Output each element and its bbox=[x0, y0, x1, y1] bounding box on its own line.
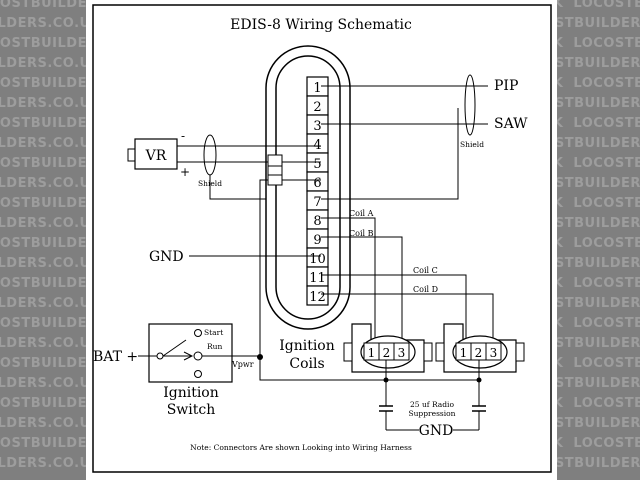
ignition-switch-label-1: Ignition bbox=[163, 385, 219, 401]
coil-a-terminal-3: 3 bbox=[398, 346, 406, 360]
coil-a-terminal-1: 1 bbox=[368, 346, 376, 360]
sheet-border bbox=[92, 4, 552, 473]
watermark-text: LOCOSTBUILDERS.CO.UK bbox=[0, 336, 102, 351]
watermark-text: LOCOSTBUILDERS.CO.UK bbox=[573, 0, 640, 11]
pin-label-7: 7 bbox=[313, 195, 321, 210]
watermark-text: LOCOSTBUILDERS.CO.UK bbox=[573, 436, 640, 451]
coil-b-terminal-1: 1 bbox=[460, 346, 468, 360]
diagram-title: EDIS-8 Wiring Schematic bbox=[230, 17, 412, 33]
watermark-text: LOCOSTBUILDERS.CO.UK bbox=[0, 16, 102, 31]
switch-run-label: Run bbox=[207, 342, 222, 351]
coil-b-label: Coil B bbox=[349, 229, 374, 238]
coil-a-terminal-2: 2 bbox=[383, 346, 391, 360]
watermark-text: LOCOSTBUILDERS.CO.UK bbox=[573, 396, 640, 411]
watermark-text: LOCOSTBUILDERS.CO.UK bbox=[0, 256, 102, 271]
watermark-text: LOCOSTBUILDERS.CO.UK bbox=[573, 156, 640, 171]
shield-ellipse-left bbox=[203, 134, 217, 176]
vpwr-label: Vpwr bbox=[231, 360, 254, 369]
ignition-switch-box bbox=[148, 323, 233, 383]
pin-label-6: 6 bbox=[313, 176, 321, 191]
vr-sensor-tip bbox=[127, 148, 136, 162]
watermark-text: LOCOSTBUILDERS.CO.UK bbox=[573, 276, 640, 291]
coil-c-label: Coil C bbox=[413, 266, 438, 275]
switch-off-terminal bbox=[194, 370, 202, 378]
ignition-coils-label-1: Ignition bbox=[279, 338, 335, 354]
coil-power-bus bbox=[259, 357, 479, 381]
shield-ellipse-right bbox=[464, 74, 476, 136]
pin-jumper bbox=[267, 154, 283, 186]
harness-note: Note: Connectors Are shown Looking into … bbox=[190, 443, 412, 452]
coil-a-label: Coil A bbox=[349, 209, 374, 218]
gnd-label-left: GND bbox=[149, 249, 184, 265]
watermark-text: LOCOSTBUILDERS.CO.UK bbox=[573, 196, 640, 211]
switch-start-terminal bbox=[194, 329, 202, 337]
ignition-switch-label-2: Switch bbox=[167, 402, 216, 418]
capacitor-label-1: 25 uf Radio bbox=[410, 400, 454, 409]
saw-label: SAW bbox=[494, 116, 528, 132]
pin-label-12: 12 bbox=[309, 290, 326, 305]
pin-label-3: 3 bbox=[313, 119, 321, 134]
capacitor-b bbox=[472, 380, 486, 430]
watermark-text: LOCOSTBUILDERS.CO.UK bbox=[0, 56, 102, 71]
vr-sensor-body bbox=[134, 138, 178, 170]
pin-label-1: 1 bbox=[313, 81, 321, 96]
watermark-text: LOCOSTBUILDERS.CO.UK bbox=[573, 356, 640, 371]
coil-b-terminal-3: 3 bbox=[490, 346, 498, 360]
coil-a-wire bbox=[321, 217, 376, 340]
switch-run-terminal bbox=[193, 351, 203, 361]
ignition-coil-a: 1 2 3 bbox=[343, 323, 433, 373]
watermark-text: LOCOSTBUILDERS.CO.UK bbox=[0, 136, 102, 151]
watermark-text: LOCOSTBUILDERS.CO.UK bbox=[0, 216, 102, 231]
shield-label-right: Shield bbox=[460, 140, 484, 149]
pin-label-5: 5 bbox=[313, 157, 321, 172]
pip-label: PIP bbox=[494, 78, 518, 94]
vr-minus-label: - bbox=[181, 129, 185, 143]
vr-label: VR bbox=[145, 148, 167, 164]
switch-input-terminal bbox=[156, 352, 164, 360]
vr-shield-wire bbox=[209, 175, 266, 200]
connector-pin-12 bbox=[306, 285, 329, 306]
watermark-text: LOCOSTBUILDERS.CO.UK bbox=[0, 296, 102, 311]
capacitor-label-2: Suppression bbox=[408, 409, 455, 418]
coil-c-wire bbox=[321, 274, 467, 340]
ignition-coils-label-2: Coils bbox=[289, 356, 324, 372]
vpwr-wire bbox=[259, 179, 268, 357]
watermark-text: LOCOSTBUILDERS.CO.UK bbox=[0, 416, 102, 431]
pin-label-10: 10 bbox=[309, 252, 326, 267]
watermark-text: LOCOSTBUILDERS.CO.UK bbox=[0, 456, 102, 471]
watermark-text: LOCOSTBUILDERS.CO.UK bbox=[573, 316, 640, 331]
watermark-text: LOCOSTBUILDERS.CO.UK bbox=[0, 0, 161, 11]
watermark-text: LOCOSTBUILDERS.CO.UK bbox=[573, 76, 640, 91]
pin-label-9: 9 bbox=[313, 233, 321, 248]
wiring-schematic-diagram: EDIS-8 Wiring Schematic 123456789101112 … bbox=[92, 4, 552, 473]
watermark-text: LOCOSTBUILDERS.CO.UK bbox=[573, 36, 640, 51]
switch-start-label: Start bbox=[204, 328, 223, 337]
pin-label-2: 2 bbox=[313, 100, 321, 115]
watermark-text: LOCOSTBUILDERS.CO.UK bbox=[0, 96, 102, 111]
gnd-label-bottom: GND bbox=[419, 423, 454, 439]
vr-plus-label: + bbox=[180, 165, 190, 179]
ignition-coil-b: 1 2 3 bbox=[435, 323, 525, 373]
pin-label-11: 11 bbox=[309, 271, 326, 286]
coil-d-label: Coil D bbox=[413, 285, 438, 294]
shield-drain-wire bbox=[321, 108, 459, 200]
watermark-text: LOCOSTBUILDERS.CO.UK bbox=[573, 116, 640, 131]
capacitor-a bbox=[379, 380, 393, 430]
coil-b-terminal-2: 2 bbox=[475, 346, 483, 360]
watermark-text: LOCOSTBUILDERS.CO.UK bbox=[573, 236, 640, 251]
coil-b-wire bbox=[321, 236, 403, 340]
shield-label-left: Shield bbox=[198, 179, 222, 188]
pin-label-8: 8 bbox=[313, 214, 321, 229]
watermark-text: LOCOSTBUILDERS.CO.UK bbox=[0, 176, 102, 191]
battery-label: BAT + bbox=[93, 349, 138, 365]
coil-d-wire bbox=[321, 293, 494, 340]
watermark-text: LOCOSTBUILDERS.CO.UK bbox=[0, 376, 102, 391]
